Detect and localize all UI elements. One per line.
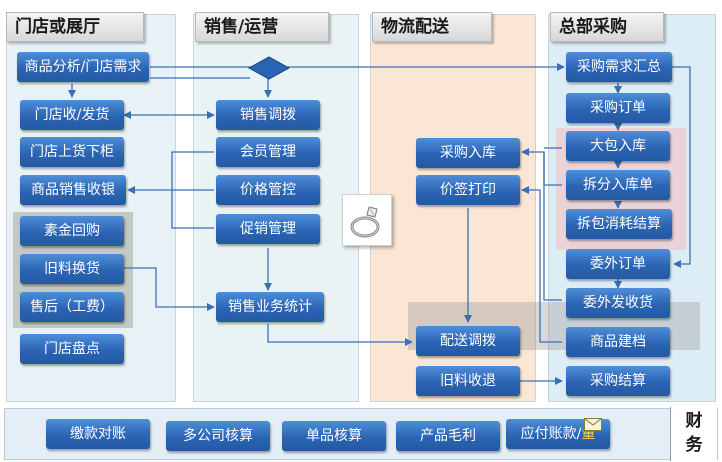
box-store-inventory[interactable]: 门店盘点: [20, 334, 124, 364]
finance-payable-label: 应付账款/: [520, 426, 582, 442]
decision-diamond: [248, 56, 290, 80]
box-finance-reconcile[interactable]: 缴款对账: [46, 419, 150, 449]
box-purchasing-unpack[interactable]: 拆包消耗结算: [566, 209, 672, 239]
box-logistics-inbound[interactable]: 采购入库: [416, 138, 520, 168]
box-store-aftersale[interactable]: 售后（工费）: [20, 292, 124, 322]
box-sales-transfer[interactable]: 销售调拨: [216, 100, 320, 130]
finance-label-char-2: 务: [685, 435, 703, 455]
diamond-ring-icon: [342, 194, 392, 246]
finance-label: 财 务: [670, 407, 717, 461]
box-purchasing-outsource-recv[interactable]: 委外发收货: [566, 288, 670, 318]
lane-sales: [193, 14, 359, 402]
lane-title-store: 门店或展厅: [6, 12, 144, 42]
box-purchasing-summary[interactable]: 采购需求汇总: [566, 52, 672, 82]
box-sales-promo[interactable]: 促销管理: [216, 214, 320, 244]
box-store-analysis[interactable]: 商品分析/门店需求: [17, 52, 149, 82]
box-logistics-dispatch[interactable]: 配送调拨: [416, 326, 520, 356]
box-store-gold[interactable]: 素金回购: [20, 216, 124, 246]
box-purchasing-order[interactable]: 采购订单: [566, 93, 670, 123]
box-sales-member[interactable]: 会员管理: [216, 137, 320, 167]
box-purchasing-outsource[interactable]: 委外订单: [566, 249, 670, 279]
box-store-shelf[interactable]: 门店上货下柜: [20, 137, 124, 167]
box-purchasing-settle[interactable]: 采购结算: [566, 366, 670, 396]
box-purchasing-archive[interactable]: 商品建档: [566, 327, 670, 357]
lane-title-purchasing: 总部采购: [550, 12, 664, 42]
lane-title-logistics: 物流配送: [372, 12, 492, 42]
box-finance-gross-margin[interactable]: 产品毛利: [396, 421, 500, 451]
box-store-checkout[interactable]: 商品销售收银: [20, 175, 126, 205]
box-finance-unit-cost[interactable]: 单品核算: [282, 421, 386, 451]
box-finance-multi-company[interactable]: 多公司核算: [166, 421, 270, 451]
finance-label-char-1: 财: [685, 411, 703, 431]
box-purchasing-bulk[interactable]: 大包入库: [566, 131, 670, 161]
box-logistics-tag[interactable]: 价签打印: [416, 175, 520, 205]
box-store-receive[interactable]: 门店收/发货: [20, 100, 124, 130]
box-sales-stats[interactable]: 销售业务统计: [216, 292, 324, 322]
box-store-exchange[interactable]: 旧料换货: [20, 254, 124, 284]
box-sales-price[interactable]: 价格管控: [216, 175, 320, 205]
box-purchasing-split[interactable]: 拆分入库单: [566, 170, 670, 200]
lane-title-sales: 销售/运营: [195, 12, 329, 42]
envelope-icon: [584, 416, 602, 431]
box-logistics-return[interactable]: 旧料收退: [416, 366, 520, 396]
